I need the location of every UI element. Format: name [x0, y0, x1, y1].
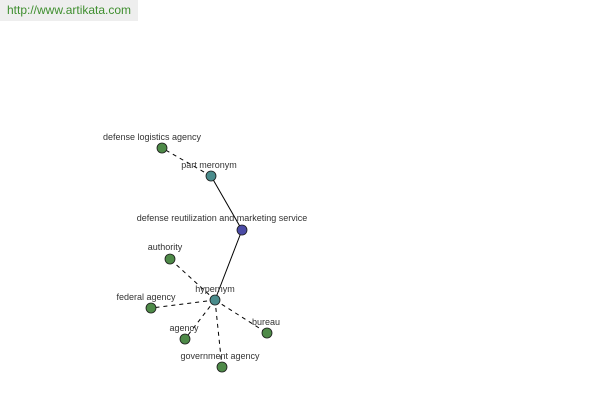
- node-government-agency[interactable]: government agency: [180, 351, 260, 373]
- node-defense-logistics-agency[interactable]: defense logistics agency: [103, 132, 202, 154]
- node-bureau[interactable]: bureau: [252, 317, 280, 339]
- edge-center-to-hypernym: [214, 229, 243, 301]
- graph-edges: [150, 147, 268, 368]
- node-dot-center[interactable]: [236, 224, 248, 236]
- node-dot-government-agency[interactable]: [216, 361, 228, 373]
- site-url[interactable]: http://www.artikata.com: [0, 0, 138, 21]
- node-dot-agency[interactable]: [179, 333, 191, 345]
- node-dot-bureau[interactable]: [261, 327, 273, 339]
- node-label-part-meronym[interactable]: part meronym: [181, 160, 237, 170]
- node-dot-defense-logistics-agency[interactable]: [156, 142, 168, 154]
- edge-hypernym-to-bureau: [214, 299, 268, 334]
- node-label-defense-logistics-agency[interactable]: defense logistics agency: [103, 132, 202, 142]
- node-hypernym[interactable]: hypernym: [195, 284, 235, 306]
- node-dot-authority[interactable]: [164, 253, 176, 265]
- edge-hypernym-to-government-agency: [214, 299, 223, 368]
- node-federal-agency[interactable]: federal agency: [116, 292, 176, 314]
- node-dot-hypernym[interactable]: [209, 294, 221, 306]
- edge-hypernym-to-agency: [184, 299, 216, 340]
- edge-hypernym-to-authority: [169, 258, 216, 301]
- node-agency[interactable]: agency: [169, 323, 199, 345]
- graph-nodes: defense reutilization and marketing serv…: [103, 132, 308, 373]
- edge-hypernym-to-federal-agency: [150, 299, 216, 309]
- node-label-agency[interactable]: agency: [169, 323, 199, 333]
- node-dot-part-meronym[interactable]: [205, 170, 217, 182]
- node-part-meronym[interactable]: part meronym: [181, 160, 237, 182]
- node-label-federal-agency[interactable]: federal agency: [116, 292, 176, 302]
- node-label-government-agency[interactable]: government agency: [180, 351, 260, 361]
- edge-center-to-part-meronym: [210, 175, 243, 231]
- edge-part-meronym-to-defense-logistics-agency: [161, 147, 212, 177]
- node-authority[interactable]: authority: [148, 242, 183, 265]
- node-label-center[interactable]: defense reutilization and marketing serv…: [137, 213, 308, 223]
- node-label-hypernym[interactable]: hypernym: [195, 284, 235, 294]
- node-label-authority[interactable]: authority: [148, 242, 183, 252]
- node-dot-federal-agency[interactable]: [145, 302, 157, 314]
- node-center[interactable]: defense reutilization and marketing serv…: [137, 213, 308, 236]
- node-label-bureau[interactable]: bureau: [252, 317, 280, 327]
